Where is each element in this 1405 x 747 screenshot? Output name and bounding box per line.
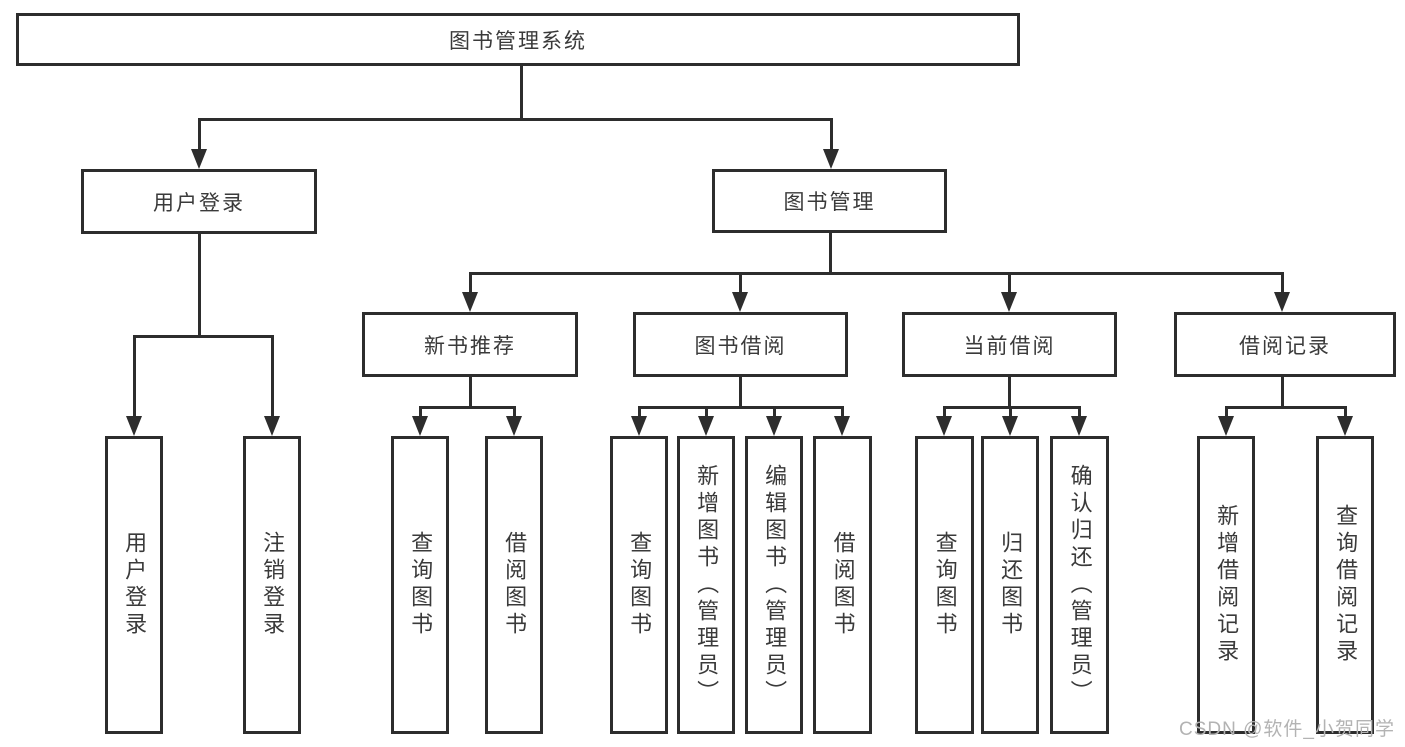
node-new-book-recommend-label: 新书推荐 xyxy=(424,334,516,358)
leaf-logout: 注销登录 xyxy=(243,436,301,734)
arrow-down-book-management xyxy=(823,149,839,169)
connector-current-borrowing-stem xyxy=(1008,375,1011,409)
node-new-book-recommend: 新书推荐 xyxy=(362,312,578,377)
connector-stem-user-login xyxy=(198,118,201,151)
leaf-query-books-current-label: 查询图书 xyxy=(932,531,958,639)
node-current-borrowing-label: 当前借阅 xyxy=(963,334,1056,358)
node-current-borrowing: 当前借阅 xyxy=(902,312,1117,377)
leaf-add-borrow-record-label: 新增借阅记录 xyxy=(1214,504,1240,666)
connector-stem-book-borrowing xyxy=(739,272,742,296)
arrow-down-leaf-logout xyxy=(264,416,280,436)
connector-stem-c1 xyxy=(638,406,641,418)
leaf-confirm-return-admin-label: 确认归还（管理员） xyxy=(1067,463,1093,707)
connector-borrowing-records-stem xyxy=(1281,375,1284,409)
connector-user-login-stem xyxy=(198,232,201,338)
node-user-login: 用户登录 xyxy=(81,169,317,234)
arrow-down-e2 xyxy=(1337,416,1353,436)
leaf-query-books-borrowing: 查询图书 xyxy=(610,436,668,734)
leaf-user-login-label: 用户登录 xyxy=(122,531,148,639)
leaf-user-login: 用户登录 xyxy=(105,436,163,734)
leaf-edit-book-admin: 编辑图书（管理员） xyxy=(745,436,803,734)
arrow-down-c3 xyxy=(766,416,782,436)
node-borrowing-records-label: 借阅记录 xyxy=(1239,334,1331,358)
leaf-query-books-borrowing-label: 查询图书 xyxy=(627,531,653,639)
connector-rail-book-borrowing xyxy=(638,406,844,409)
arrow-down-c2 xyxy=(698,416,714,436)
connector-stem-book-management xyxy=(830,118,833,151)
connector-stem-new-book-recommend xyxy=(469,272,472,296)
arrow-down-c1 xyxy=(631,416,647,436)
connector-rail-current-borrowing xyxy=(943,406,1081,409)
connector-stem-e2 xyxy=(1344,406,1347,418)
leaf-query-books-recommend: 查询图书 xyxy=(391,436,449,734)
node-borrowing-records: 借阅记录 xyxy=(1174,312,1396,377)
arrow-down-b1 xyxy=(412,416,428,436)
connector-rail-level3 xyxy=(469,272,1283,275)
arrow-down-d2 xyxy=(1002,416,1018,436)
arrow-down-new-book-recommend xyxy=(462,292,478,312)
node-user-login-label: 用户登录 xyxy=(153,191,245,215)
connector-stem-current-borrowing xyxy=(1008,272,1011,296)
leaf-return-book-label: 归还图书 xyxy=(998,531,1024,639)
connector-stem-c2 xyxy=(705,406,708,418)
node-root-label: 图书管理系统 xyxy=(449,29,587,53)
leaf-borrow-books-borrowing: 借阅图书 xyxy=(813,436,872,734)
connector-stem-c4 xyxy=(841,406,844,418)
node-book-management-label: 图书管理 xyxy=(783,191,876,214)
connector-stem-borrowing-records xyxy=(1281,272,1284,296)
leaf-edit-book-admin-label: 编辑图书（管理员） xyxy=(762,463,788,707)
connector-new-book-recommend-stem xyxy=(469,375,472,409)
connector-stem-e1 xyxy=(1225,406,1228,418)
csdn-watermark: CSDN @软件_小贺同学 xyxy=(1179,719,1395,740)
leaf-logout-label: 注销登录 xyxy=(260,531,286,639)
connector-stem-leaf-logout xyxy=(271,335,274,418)
leaf-add-book-admin: 新增图书（管理员） xyxy=(677,436,735,734)
leaf-confirm-return-admin: 确认归还（管理员） xyxy=(1050,436,1109,734)
connector-stem-d2 xyxy=(1009,406,1012,418)
connector-rail-level1 xyxy=(198,118,832,121)
arrow-down-e1 xyxy=(1218,416,1234,436)
connector-rail-borrowing-records xyxy=(1225,406,1347,409)
connector-book-borrowing-stem xyxy=(739,375,742,409)
connector-rail-user-login xyxy=(133,335,274,338)
arrow-down-c4 xyxy=(834,416,850,436)
connector-book-management-stem xyxy=(829,231,832,275)
arrow-down-current-borrowing xyxy=(1001,292,1017,312)
node-root-library-system: 图书管理系统 xyxy=(16,13,1020,66)
node-book-borrowing-label: 图书借阅 xyxy=(694,334,787,358)
leaf-borrow-books-recommend: 借阅图书 xyxy=(485,436,543,734)
leaf-add-borrow-record: 新增借阅记录 xyxy=(1197,436,1255,734)
leaf-add-book-admin-label: 新增图书（管理员） xyxy=(694,463,720,707)
leaf-query-books-current: 查询图书 xyxy=(915,436,974,734)
arrow-down-d3 xyxy=(1071,416,1087,436)
arrow-down-leaf-user-login xyxy=(126,416,142,436)
connector-stem-b2 xyxy=(513,406,516,418)
leaf-borrow-books-recommend-label: 借阅图书 xyxy=(502,531,528,639)
node-book-management: 图书管理 xyxy=(712,169,947,233)
leaf-query-borrow-record-label: 查询借阅记录 xyxy=(1333,504,1359,666)
connector-stem-d3 xyxy=(1078,406,1081,418)
connector-stem-leaf-user-login xyxy=(133,335,136,418)
arrow-down-borrowing-records xyxy=(1274,292,1290,312)
arrow-down-book-borrowing xyxy=(732,292,748,312)
connector-stem-c3 xyxy=(773,406,776,418)
leaf-query-books-recommend-label: 查询图书 xyxy=(408,531,434,639)
leaf-return-book: 归还图书 xyxy=(981,436,1039,734)
connector-root-stem xyxy=(520,64,523,120)
arrow-down-b2 xyxy=(506,416,522,436)
leaf-query-borrow-record: 查询借阅记录 xyxy=(1316,436,1374,734)
leaf-borrow-books-borrowing-label: 借阅图书 xyxy=(830,531,856,639)
connector-stem-b1 xyxy=(419,406,422,418)
arrow-down-d1 xyxy=(936,416,952,436)
connector-stem-d1 xyxy=(943,406,946,418)
node-book-borrowing: 图书借阅 xyxy=(633,312,848,377)
connector-rail-new-book-recommend xyxy=(419,406,516,409)
arrow-down-user-login xyxy=(191,149,207,169)
